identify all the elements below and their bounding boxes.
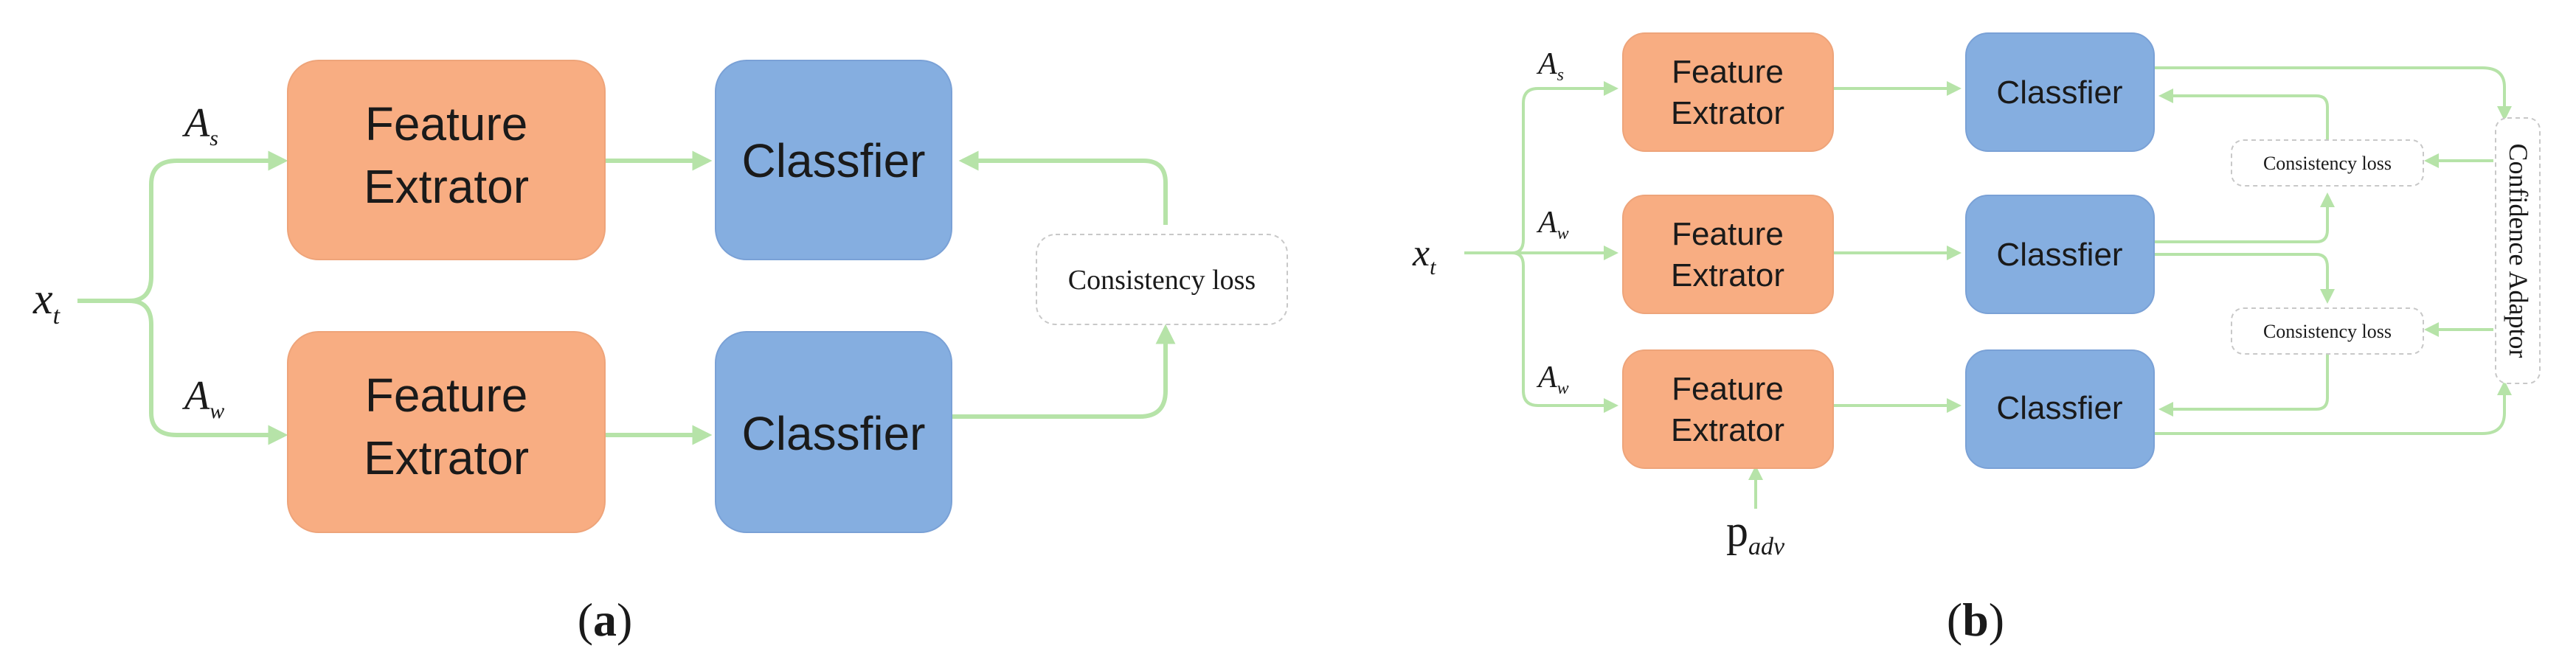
panel-b-feature-extractor-2: Feature Extrator <box>1622 195 1834 314</box>
panel-b-confidence-adaptor: Confidence Adaptor <box>2495 117 2541 384</box>
panel-a-consistency-loss: Consistency loss <box>1036 234 1288 325</box>
panel-b-aug-1-label: As <box>1536 47 1564 85</box>
panel-a: xt As Aw Feature Extrator Feature Extrat… <box>32 60 1288 646</box>
panel-a-aug-weak-label: Aw <box>181 373 224 423</box>
fe-label-line1: Feature <box>365 97 528 150</box>
panel-b-consistency-loss-bottom: Consistency loss <box>2231 307 2424 355</box>
svg-text:Classfier: Classfier <box>1996 237 2122 273</box>
svg-text:Classfier: Classfier <box>1996 74 2122 111</box>
panel-a-caption: (a) <box>578 594 633 646</box>
svg-text:Consistency loss: Consistency loss <box>2263 153 2392 174</box>
svg-text:Extrator: Extrator <box>1671 95 1784 131</box>
panel-a-input-arrows <box>77 150 1176 445</box>
svg-text:Confidence Adaptor: Confidence Adaptor <box>2504 144 2533 358</box>
fe-label-line1: Feature <box>365 369 528 422</box>
svg-text:Feature: Feature <box>1672 371 1784 407</box>
panel-a-feature-extractor-bottom: Feature Extrator <box>287 331 606 533</box>
panel-b-aug-3-label: Aw <box>1536 361 1569 398</box>
classifier-label: Classfier <box>742 407 926 460</box>
svg-text:Consistency loss: Consistency loss <box>2263 321 2392 342</box>
panel-b-classifier-2: Classfier <box>1965 195 2155 314</box>
panel-b-p-adv-label: padv <box>1726 507 1785 560</box>
panel-b: xt As Aw Aw Feature Extrator Feature Ext… <box>1412 32 2541 646</box>
panel-a-aug-strong-label: As <box>181 100 218 150</box>
panel-b-caption: (b) <box>1947 594 2004 646</box>
panel-b-classifier-1: Classfier <box>1965 32 2155 152</box>
fe-label-line2: Extrator <box>364 431 529 484</box>
panel-a-classifier-top: Classfier <box>715 60 952 260</box>
svg-text:Feature: Feature <box>1672 216 1784 252</box>
panel-a-classifier-bottom: Classfier <box>715 331 952 533</box>
panel-b-aug-2-label: Aw <box>1536 206 1569 243</box>
panel-b-consistency-loss-top: Consistency loss <box>2231 139 2424 187</box>
panel-b-arrows <box>1464 66 2512 509</box>
fe-label-line2: Extrator <box>364 160 529 213</box>
panel-b-feature-extractor-1: Feature Extrator <box>1622 32 1834 152</box>
panel-b-classifier-3: Classfier <box>1965 349 2155 469</box>
svg-text:Feature: Feature <box>1672 54 1784 90</box>
svg-text:Classfier: Classfier <box>1996 390 2122 426</box>
svg-text:Extrator: Extrator <box>1671 257 1784 293</box>
panel-b-input-label: xt <box>1412 232 1436 279</box>
panel-b-feature-extractor-3: Feature Extrator <box>1622 349 1834 469</box>
classifier-label: Classfier <box>742 134 926 187</box>
svg-text:Extrator: Extrator <box>1671 412 1784 448</box>
panel-a-input-label: xt <box>32 274 61 330</box>
panel-a-feature-extractor-top: Feature Extrator <box>287 60 606 260</box>
svg-text:Consistency loss: Consistency loss <box>1068 265 1256 296</box>
